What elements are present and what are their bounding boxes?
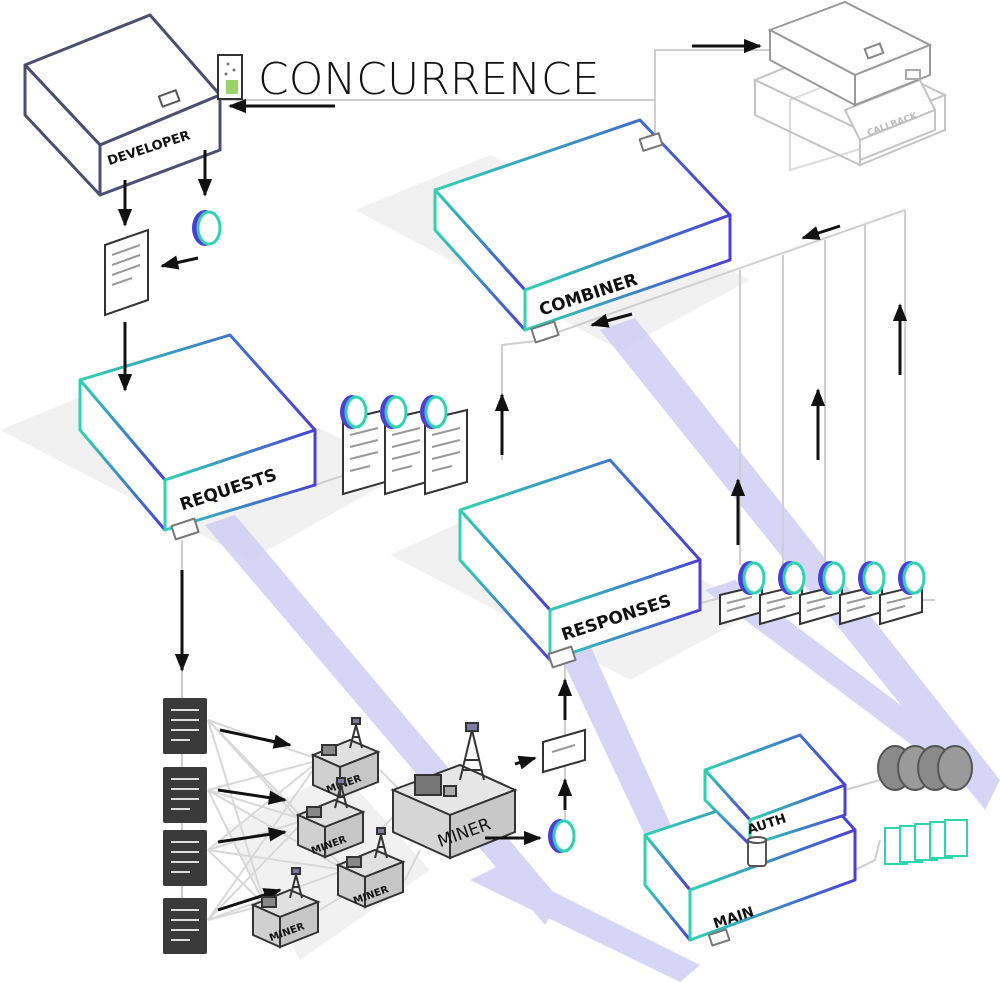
miner-large [390,722,518,860]
miner-small-2 [295,777,366,859]
miner-small-4 [250,867,321,949]
upward-arrows [692,38,908,545]
diagram-title: CONCURRENCE [258,54,600,105]
dev-document [104,228,149,317]
dispatch-arrows [217,728,292,912]
identity-coins [877,745,973,791]
result-coin [548,819,576,853]
response-cards [719,561,926,626]
miner-small-3 [335,827,406,909]
auth-box [703,733,847,867]
responses-box [458,458,702,669]
developer-box [23,13,222,197]
auth-docs [884,819,968,865]
result-card [542,728,586,774]
combiner-box [433,118,732,344]
requests-box [78,333,317,541]
callback-stack: CALLBACK [752,0,948,172]
title-icon [217,54,243,100]
request-documents [340,395,468,496]
queued-documents [163,698,207,954]
dev-coin [192,210,222,246]
